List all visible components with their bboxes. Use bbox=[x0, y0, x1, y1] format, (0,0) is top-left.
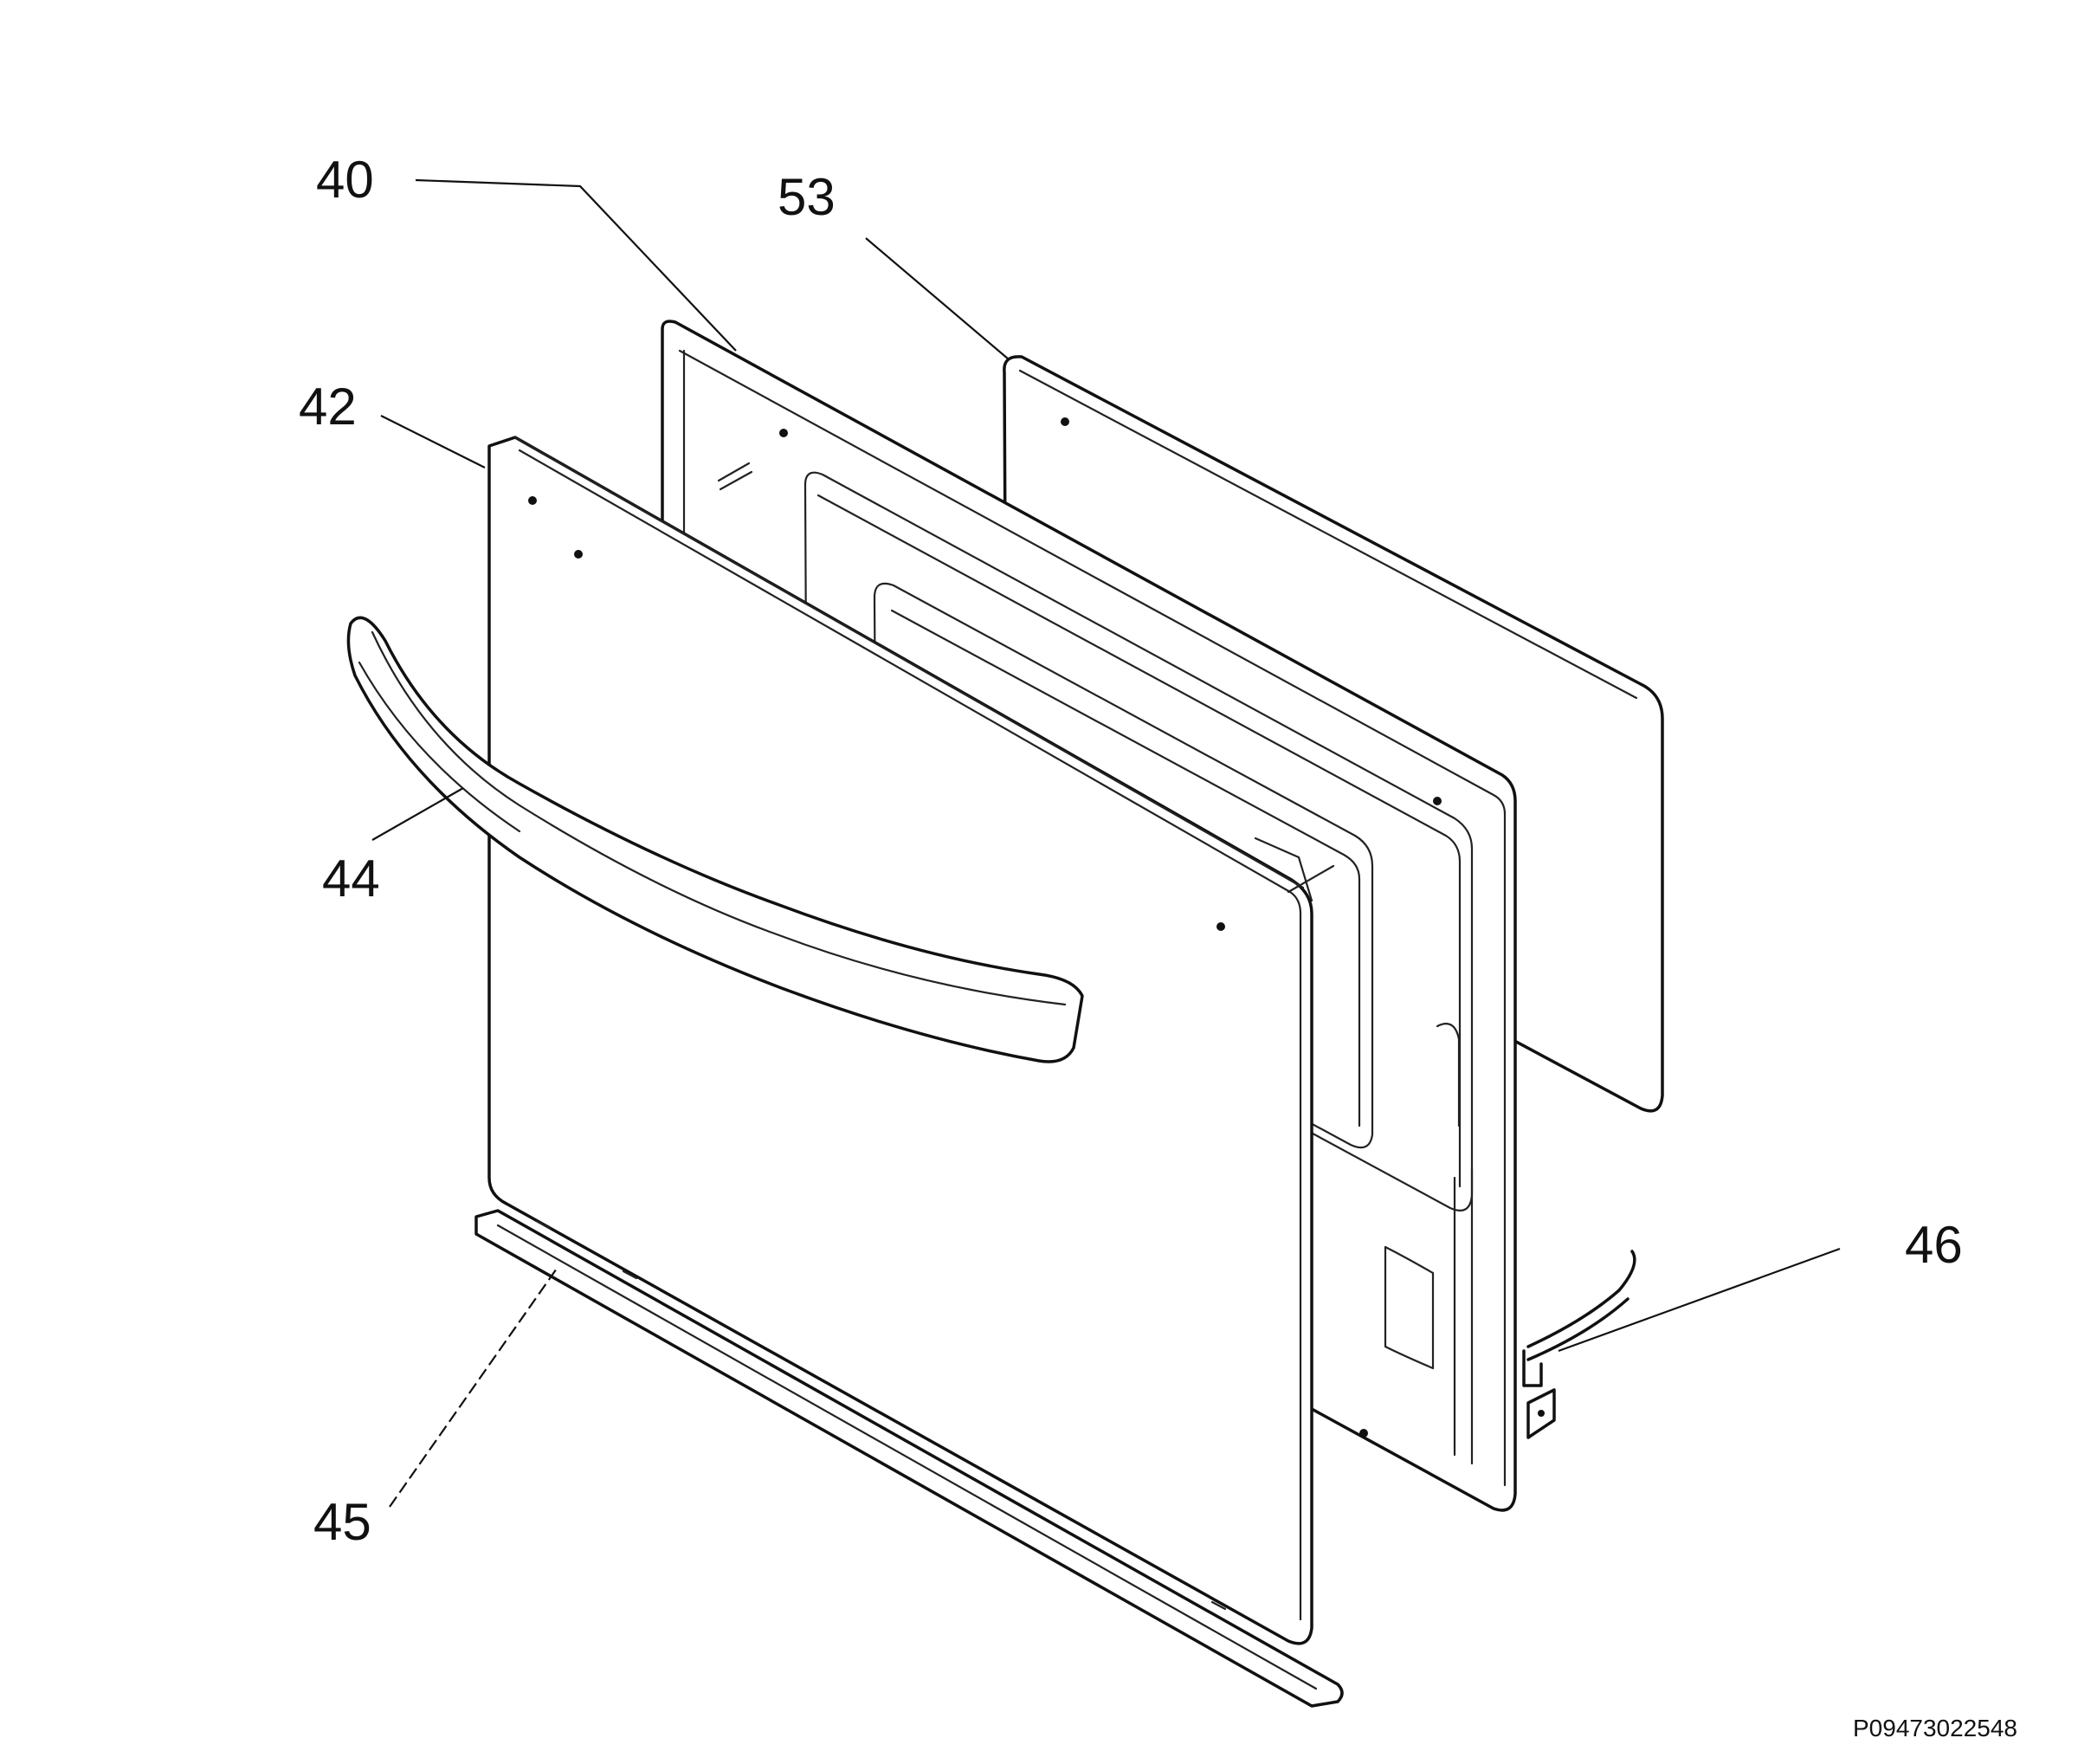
part-45-bottom-trim bbox=[474, 1209, 1344, 1708]
leader-44 bbox=[371, 787, 464, 841]
leader-53 bbox=[865, 237, 1010, 360]
callout-53: 53 bbox=[778, 168, 836, 226]
leader-45 bbox=[389, 1265, 559, 1508]
part-44-handle bbox=[346, 616, 1084, 1063]
leader-40 bbox=[415, 178, 737, 352]
leader-42 bbox=[380, 415, 486, 468]
callout-45: 45 bbox=[313, 1493, 371, 1551]
part-42-outer-panel bbox=[487, 436, 1335, 1645]
callout-40: 40 bbox=[316, 151, 374, 209]
callout-44: 44 bbox=[322, 850, 380, 908]
callout-46: 46 bbox=[1905, 1216, 1963, 1274]
reference-code: P09473022548 bbox=[1853, 1715, 2017, 1741]
callout-42: 42 bbox=[299, 378, 357, 436]
leader-46 bbox=[1558, 1247, 1841, 1353]
leader-lines bbox=[371, 178, 1841, 1508]
part-46-hinge bbox=[1522, 1250, 1636, 1439]
